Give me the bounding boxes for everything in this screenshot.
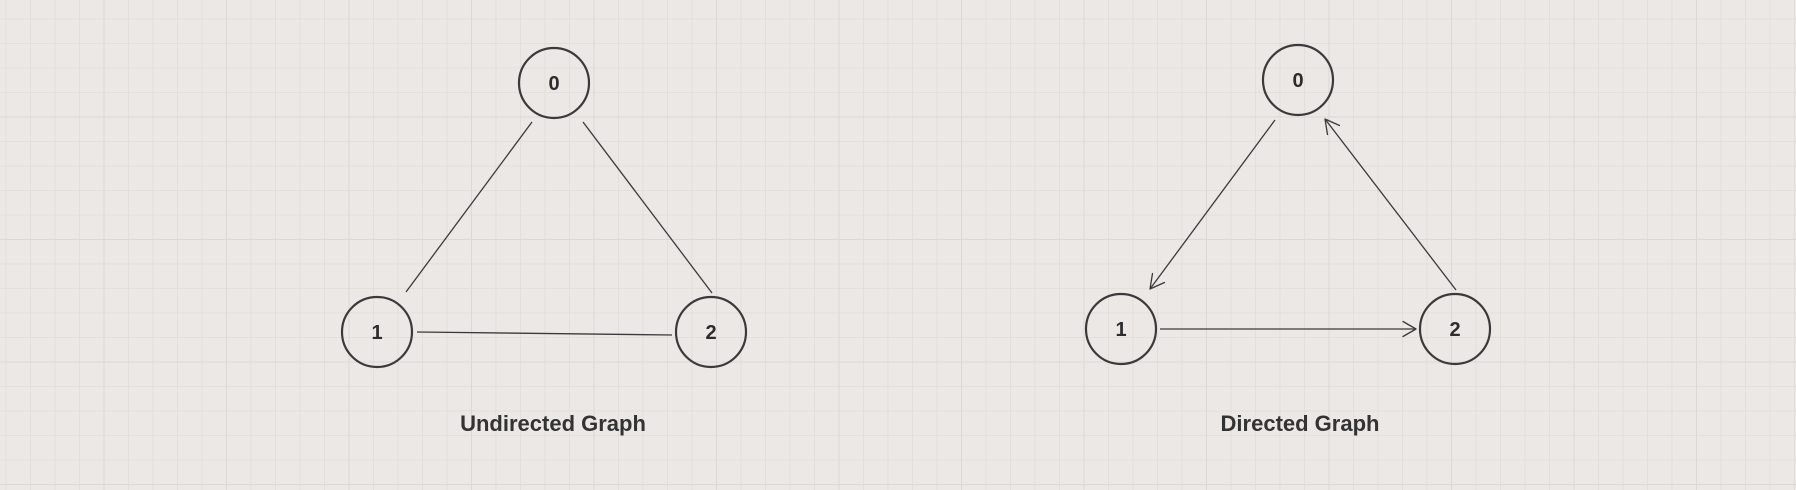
node-2[interactable]: 2 bbox=[1418, 292, 1492, 366]
directed-graph: 0 1 2 Directed Graph bbox=[1084, 43, 1492, 436]
node-label: 1 bbox=[371, 322, 382, 344]
edge-1-2 bbox=[416, 331, 673, 336]
edge-0-2 bbox=[582, 121, 713, 294]
node-0[interactable]: 0 bbox=[517, 46, 591, 120]
edge-0-1 bbox=[1149, 119, 1276, 290]
arrow-head bbox=[1149, 272, 1166, 290]
node-label: 1 bbox=[1115, 319, 1126, 341]
graph-title: Directed Graph bbox=[1221, 411, 1380, 436]
node-label: 0 bbox=[548, 73, 559, 95]
node-label: 2 bbox=[705, 322, 716, 344]
node-label: 2 bbox=[1449, 319, 1460, 341]
node-1[interactable]: 1 bbox=[340, 295, 414, 369]
edge-0-1 bbox=[405, 121, 533, 293]
undirected-graph: 0 1 2 Undirected Graph bbox=[340, 46, 748, 436]
node-label: 0 bbox=[1292, 70, 1303, 92]
edge-1-2 bbox=[1160, 320, 1417, 338]
node-1[interactable]: 1 bbox=[1084, 292, 1158, 366]
edge-2-0 bbox=[1324, 118, 1457, 291]
node-2[interactable]: 2 bbox=[674, 295, 748, 369]
graph-title: Undirected Graph bbox=[460, 411, 646, 436]
node-0[interactable]: 0 bbox=[1261, 43, 1335, 117]
arrow-head bbox=[1324, 118, 1341, 136]
arrow-head bbox=[1402, 320, 1417, 338]
